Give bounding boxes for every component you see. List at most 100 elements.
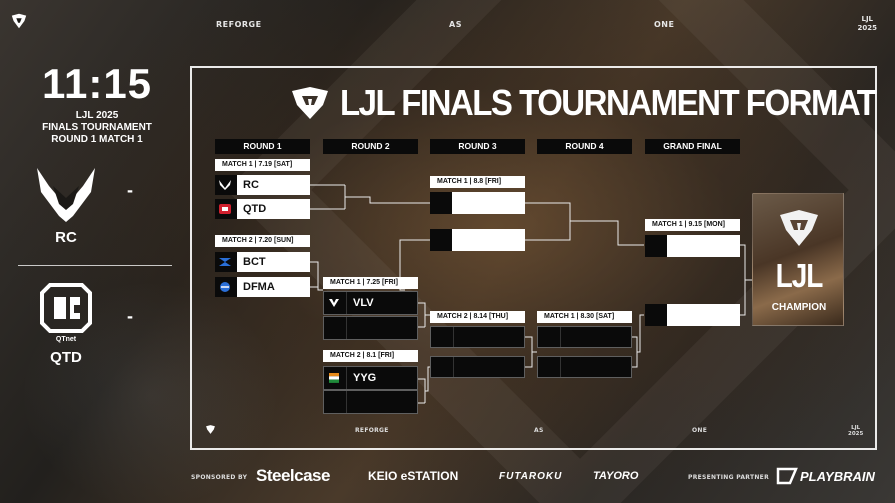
- r3-m1-team1-logo-empty: [430, 192, 450, 212]
- gf-m1-label: MATCH 1 | 9.15 [MON]: [645, 219, 740, 231]
- r4-m1-team1-logo-empty: [538, 327, 558, 347]
- top-word-reforge: REFORGE: [216, 20, 262, 29]
- panel-footer-word-reforge: REFORGE: [355, 427, 389, 434]
- sponsor-playbrain: PLAYBRAIN: [800, 469, 875, 484]
- ljl-logo-icon: [11, 13, 27, 29]
- r4-m1-team2-logo-empty: [538, 357, 558, 377]
- r1-m2-label: MATCH 2 | 7.20 [SUN]: [215, 235, 310, 247]
- r3-m2-label: MATCH 2 | 8.14 [THU]: [430, 311, 525, 323]
- panel-footer-ljl-line1: LJL: [851, 425, 861, 431]
- bct-logo-icon: [215, 252, 235, 272]
- event-line-2: FINALS TOURNAMENT: [42, 122, 152, 133]
- gf-m1-team2-logo-empty: [645, 304, 665, 324]
- top-word-one: ONE: [654, 20, 675, 29]
- r2-m1-team1-slot[interactable]: VLV: [323, 291, 418, 315]
- round-header-4: ROUND 4: [537, 139, 632, 154]
- match-clock: 11:15: [41, 60, 153, 107]
- top-ljl-badge: LJL 2025: [858, 15, 877, 33]
- round-header-5: GRAND FINAL: [645, 139, 740, 154]
- r3-m1-team2-name: [452, 229, 525, 251]
- r2-m1-team2-logo-empty: [324, 317, 344, 339]
- round-header-2: ROUND 2: [323, 139, 418, 154]
- champion-label: CHAMPION: [771, 302, 827, 313]
- top-ljl-line1: LJL: [861, 15, 874, 23]
- panel-footer-ljl-line2: 2025: [848, 431, 864, 437]
- r1-m2-team1-name: BCT: [237, 252, 310, 272]
- rc-logo-icon: [37, 168, 95, 222]
- team-a-name: RC: [55, 229, 77, 246]
- gf-m1-team1-slot[interactable]: [645, 235, 740, 257]
- r4-m1-team1-slot[interactable]: [537, 326, 632, 348]
- r1-m2-team2-name: DFMA: [237, 277, 310, 297]
- ljl-logo-icon: [206, 425, 215, 434]
- bracket-title-text: LJL FINALS TOURNAMENT FORMAT: [340, 82, 877, 123]
- r2-m2-team2-name: [346, 391, 417, 413]
- panel-footer-word-one: ONE: [692, 427, 708, 434]
- vlv-logo-icon: [324, 292, 344, 314]
- r4-m1-team1-name: [560, 327, 631, 347]
- gf-m1-team2-slot[interactable]: [645, 304, 740, 326]
- r3-m2-team1-name: [453, 327, 524, 347]
- r3-m2-team2-logo-empty: [431, 357, 451, 377]
- r2-m2-label: MATCH 2 | 8.1 [FRI]: [323, 350, 418, 362]
- champion-ljl: LJL: [775, 256, 824, 294]
- top-ljl-line2: 2025: [857, 24, 877, 32]
- r3-m2-team1-slot[interactable]: [430, 326, 525, 348]
- r1-m2-team1-slot[interactable]: BCT: [215, 252, 310, 272]
- r2-m2-team1-slot[interactable]: YYG: [323, 366, 418, 390]
- panel-footer-ljl: LJL 2025: [848, 425, 863, 437]
- event-line-3: ROUND 1 MATCH 1: [51, 134, 143, 145]
- trophy-logo-icon: [780, 210, 818, 246]
- sponsor-tayoro: TAYORO: [593, 470, 639, 482]
- r1-m1-team2-slot[interactable]: QTD: [215, 199, 310, 219]
- sponsor-keio-estation: KEIO eSTATION: [368, 469, 459, 483]
- dfma-logo-icon: [215, 277, 235, 297]
- sponsor-futaroku: FUTAROKU: [499, 471, 563, 482]
- playbrain-logo-icon: [776, 467, 798, 485]
- team-b-score: -: [127, 306, 133, 326]
- r4-m1-team2-name: [560, 357, 631, 377]
- r3-m1-team2-logo-empty: [430, 229, 450, 249]
- r2-m2-team1-name: YYG: [346, 367, 417, 389]
- event-info: LJL 2025 FINALS TOURNAMENT ROUND 1 MATCH…: [22, 110, 172, 146]
- gf-m1-team2-name: [667, 304, 740, 326]
- r1-m1-team2-name: QTD: [237, 199, 310, 219]
- yyg-logo-icon: [324, 367, 344, 389]
- r3-m1-label: MATCH 1 | 8.8 [FRI]: [430, 176, 525, 188]
- gf-m1-team1-name: [667, 235, 740, 257]
- r4-m1-label: MATCH 1 | 8.30 [SAT]: [537, 311, 632, 323]
- r4-m1-team2-slot[interactable]: [537, 356, 632, 378]
- r2-m1-team2-slot[interactable]: [323, 316, 418, 340]
- gf-m1-team1-logo-empty: [645, 235, 665, 255]
- r1-m2-team2-slot[interactable]: DFMA: [215, 277, 310, 297]
- team-a-score: -: [127, 180, 133, 200]
- r3-m1-team1-name: [452, 192, 525, 214]
- r2-m1-team1-name: VLV: [346, 292, 417, 314]
- r2-m1-team2-name: [346, 317, 417, 339]
- champion-card: LJL CHAMPION: [752, 193, 844, 326]
- sponsored-by-label: SPONSORED BY: [191, 474, 248, 481]
- panel-footer-word-as: AS: [534, 427, 544, 434]
- r3-m1-team1-slot[interactable]: [430, 192, 525, 214]
- round-header-1: ROUND 1: [215, 139, 310, 154]
- r3-m2-team2-slot[interactable]: [430, 356, 525, 378]
- r1-m1-team1-slot[interactable]: RC: [215, 175, 310, 195]
- qtd-logo-icon: [40, 283, 92, 333]
- sponsor-steelcase: Steelcase: [256, 466, 330, 485]
- top-word-as: AS: [449, 20, 462, 29]
- r2-m1-label: MATCH 1 | 7.25 [FRI]: [323, 277, 418, 289]
- r3-m1-team2-slot[interactable]: [430, 229, 525, 251]
- team-divider: [18, 265, 172, 266]
- qtd-logo-icon: [215, 199, 235, 219]
- r2-m2-team2-logo-empty: [324, 391, 344, 413]
- bracket-panel: [190, 66, 877, 450]
- r1-m1-label: MATCH 1 | 7.19 [SAT]: [215, 159, 310, 171]
- rc-logo-icon: [215, 175, 235, 195]
- round-header-3: ROUND 3: [430, 139, 525, 154]
- r1-m1-team1-name: RC: [237, 175, 310, 195]
- presenting-partner-label: PRESENTING PARTNER: [688, 474, 769, 481]
- r2-m2-team2-slot[interactable]: [323, 390, 418, 414]
- team-b-name: QTD: [50, 349, 82, 366]
